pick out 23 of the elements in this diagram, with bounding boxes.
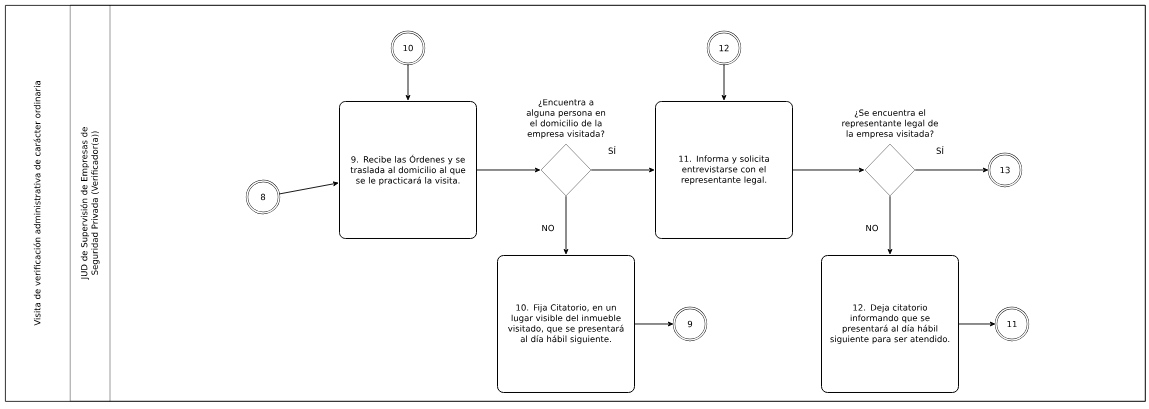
arrow xyxy=(590,167,655,173)
arrow xyxy=(721,63,727,101)
edge-label: NO xyxy=(540,223,556,233)
edge-label: SÍ xyxy=(607,145,617,155)
arrow xyxy=(958,321,996,327)
edge-label: SÍ xyxy=(935,145,945,155)
arrow xyxy=(405,63,411,101)
edge-label: NO xyxy=(864,223,880,233)
arrow xyxy=(563,195,569,255)
arrow xyxy=(792,167,865,173)
process-box: 11. Informa y solicita entrevistarse con el representante legal. xyxy=(655,101,793,239)
pool-label: Visita de verificación administrativa de carácter ordinaria xyxy=(33,81,41,326)
process-box: 9. Recibe las Órdenes y se traslada al domicilio al que se le practicará la visita. xyxy=(339,101,477,239)
arrow xyxy=(634,321,674,327)
lane-label: JUD de Supervisión de Empresas de Seguridad Privada (Verificador(a)) xyxy=(80,127,100,280)
arrow xyxy=(914,167,989,173)
arrow xyxy=(278,181,339,195)
arrow xyxy=(887,195,893,255)
question-text: ¿Encuentra a alguna persona en el domicilio de la empresa visitada? xyxy=(526,99,606,139)
question-text: ¿Se encuentra el representante legal de la empresa visitada? xyxy=(842,109,938,139)
process-box: 12. Deja citatorio informando que se presentará al día hábil siguiente para ser atendido. xyxy=(821,255,959,393)
process-box: 10. Fija Citatorio, en un lugar visible del inmueble visitado, que se presentará al día hábil siguiente. xyxy=(497,255,635,393)
arrow xyxy=(476,167,541,173)
